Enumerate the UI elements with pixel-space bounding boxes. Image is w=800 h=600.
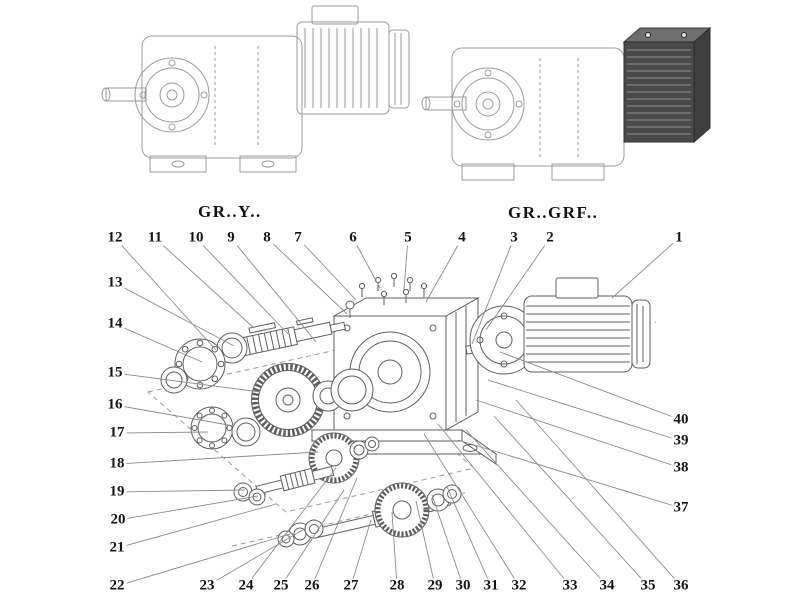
leader-line-2: [485, 237, 551, 331]
leader-line-7: [297, 237, 357, 301]
leader-line-12: [114, 237, 217, 351]
leader-line-3: [471, 237, 515, 345]
leader-line-19: [116, 489, 246, 493]
leader-line-36: [515, 399, 682, 587]
brake-motor-block: [622, 26, 712, 144]
leader-line-27: [350, 519, 372, 587]
leader-line-21: [116, 503, 277, 549]
leader-line-5: [403, 237, 409, 291]
leader-line-6: [352, 237, 381, 289]
leader-line-1: [611, 237, 680, 299]
leader-line-24: [245, 467, 337, 587]
leader-line-8: [266, 237, 348, 315]
leader-line-22: [116, 533, 291, 587]
motor-assembly: [465, 277, 651, 375]
helical-gears: [251, 363, 380, 484]
leader-line-39: [487, 379, 682, 442]
leader-line-10: [195, 237, 289, 335]
leader-line-33: [437, 423, 571, 587]
leader-line-18: [116, 451, 319, 465]
leader-line-32: [423, 433, 520, 587]
leader-line-9: [230, 237, 317, 343]
leader-line-15: [114, 372, 261, 393]
leader-line-23: [206, 527, 307, 587]
variant-label-gr-grf: GR..GRF..: [508, 203, 599, 222]
leader-line-38: [475, 399, 682, 469]
leader-line-4: [425, 237, 463, 303]
leader-line-26: [311, 477, 358, 587]
seals-and-bearings: [160, 332, 261, 450]
leader-line-40: [499, 351, 682, 421]
pinion-washers: [233, 482, 266, 506]
leader-line-16: [114, 404, 235, 427]
variant-label-gr-y: GR..Y..: [198, 202, 262, 221]
leader-line-28: [391, 511, 398, 587]
leader-line-13: [114, 282, 235, 347]
leader-line-29: [415, 500, 436, 587]
leader-line-31: [446, 486, 492, 587]
intermediate-pinion-shaft: [255, 465, 335, 495]
leader-line-17: [116, 431, 209, 434]
assembled-gearbox-motor-right: [421, 26, 712, 181]
leader-line-25: [280, 489, 345, 587]
leader-line-11: [154, 237, 255, 329]
leader-line-30: [431, 494, 464, 587]
leader-line-35: [493, 415, 649, 587]
leader-line-14: [114, 323, 203, 363]
assembled-gearbox-motor-left: [101, 5, 410, 173]
leader-line-37: [457, 439, 682, 509]
exploded-view: [146, 272, 657, 548]
leader-line-20: [117, 495, 259, 521]
leader-line-34: [465, 429, 608, 587]
